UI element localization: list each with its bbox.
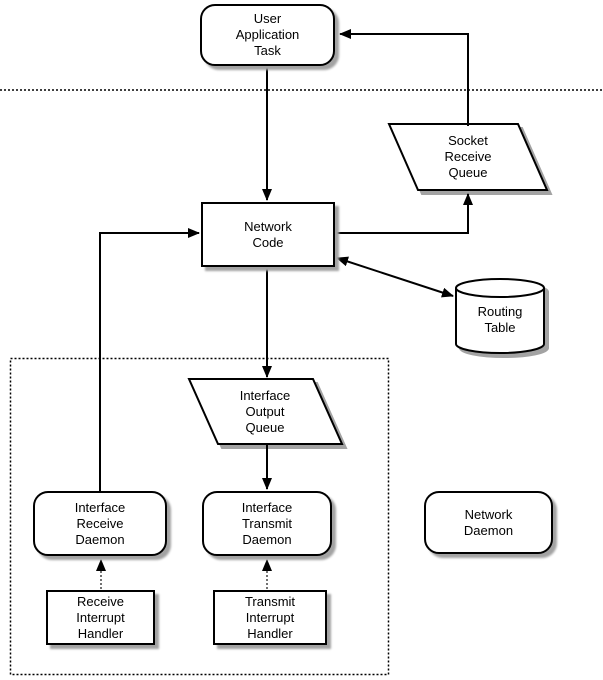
interface-output-queue-shape: [187, 378, 348, 449]
driver-region-border: [9, 357, 390, 676]
node-receive-interrupt-handler: Receive Interrupt Handler: [46, 590, 155, 645]
edge-networkcode-routingtable: [336, 256, 454, 298]
socket-receive-queue-shape: [387, 123, 553, 195]
node-interface-transmit-daemon: Interface Transmit Daemon: [202, 491, 332, 556]
node-user-application-task: User Application Task: [200, 4, 335, 66]
node-transmit-interrupt-handler: Transmit Interrupt Handler: [213, 590, 327, 645]
edge-socketqueue-to-userapp: [339, 29, 469, 126]
edge-receivedaemon-to-networkcode: [99, 228, 200, 491]
node-network-code: Network Code: [201, 202, 335, 267]
node-network-daemon: Network Daemon: [424, 491, 553, 554]
edge-networkcode-to-socketqueue: [335, 193, 473, 234]
node-interface-receive-daemon: Interface Receive Daemon: [33, 491, 167, 556]
routing-table-shape: [455, 278, 549, 358]
